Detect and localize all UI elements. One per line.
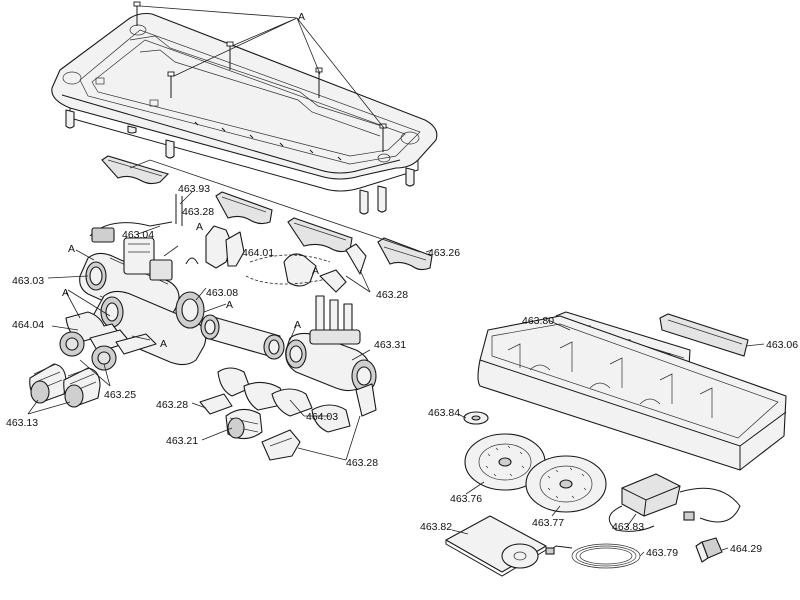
clip-463-28-right xyxy=(319,243,367,293)
label-464-03: 464.03 xyxy=(306,411,338,423)
label-a-left-mid: A xyxy=(62,287,69,299)
label-463-83: 463.83 xyxy=(612,521,644,533)
label-463-31: 463.31 xyxy=(374,339,406,351)
label-a-cover: A xyxy=(298,11,305,23)
label-463-25: 463.25 xyxy=(104,389,136,401)
label-463-03: 463.03 xyxy=(12,275,44,287)
label-463-28-right: 463.28 xyxy=(376,289,408,301)
label-463-26: 463.26 xyxy=(428,247,460,259)
label-463-80: 463.80 xyxy=(522,315,554,327)
rail-upper-left xyxy=(101,155,170,185)
cable-463-79 xyxy=(545,543,641,569)
label-a-pipe-right: A xyxy=(294,319,301,331)
washer-463-84 xyxy=(463,411,489,425)
label-463-93: 463.93 xyxy=(178,183,210,195)
label-463-28-lower: 463.28 xyxy=(156,399,188,411)
label-463-21: 463.21 xyxy=(166,435,198,447)
label-a-left-upper: A xyxy=(68,243,75,255)
label-464-04: 464.04 xyxy=(12,319,44,331)
fitting-463-21 xyxy=(225,408,263,440)
connector-464-29 xyxy=(695,537,723,563)
power-adapter-463-83 xyxy=(608,473,741,532)
label-464-01: 464.01 xyxy=(242,247,274,259)
label-463-08: 463.08 xyxy=(206,287,238,299)
clamps-lower xyxy=(199,367,377,433)
label-463-79: 463.79 xyxy=(646,547,678,559)
lid-studs xyxy=(194,121,342,161)
label-463-77: 463.77 xyxy=(532,517,564,529)
cover-strip-463-06 xyxy=(659,313,749,357)
label-464-29: 464.29 xyxy=(730,543,762,555)
label-463-84: 463.84 xyxy=(428,407,460,419)
label-a-lower: A xyxy=(160,338,167,350)
label-463-76: 463.76 xyxy=(450,493,482,505)
base-tray xyxy=(477,315,787,471)
top-cover xyxy=(51,1,438,215)
rail-right-a xyxy=(287,217,353,253)
clip-463-28-bottom xyxy=(261,429,301,461)
valve-463-31 xyxy=(285,295,377,393)
label-463-28-upper: 463.28 xyxy=(182,206,214,218)
inlet-adapters-463-25 xyxy=(59,331,117,371)
clip-464-01 xyxy=(245,253,341,287)
disc-463-77 xyxy=(525,455,607,513)
label-463-04: 463.04 xyxy=(122,229,154,241)
threaded-inlets-463-13 xyxy=(29,363,101,408)
valve-solenoid xyxy=(89,221,173,281)
valve-body-lower xyxy=(93,290,207,366)
rail-mid xyxy=(215,191,273,225)
label-463-28-bottom: 463.28 xyxy=(346,457,378,469)
rail-right-b xyxy=(377,237,433,271)
lid-legs xyxy=(65,109,415,215)
label-463-13: 463.13 xyxy=(6,417,38,429)
pins-463-93 xyxy=(175,194,199,265)
label-a-upper-clip: A xyxy=(196,221,203,233)
label-a-mid: A xyxy=(312,265,319,277)
clip-463-28-upper xyxy=(205,225,245,269)
label-a-pipe-left: A xyxy=(226,299,233,311)
connector-pipe xyxy=(200,314,285,360)
label-463-82: 463.82 xyxy=(420,521,452,533)
cd-463-82 xyxy=(501,543,539,569)
label-463-06: 463.06 xyxy=(766,339,798,351)
